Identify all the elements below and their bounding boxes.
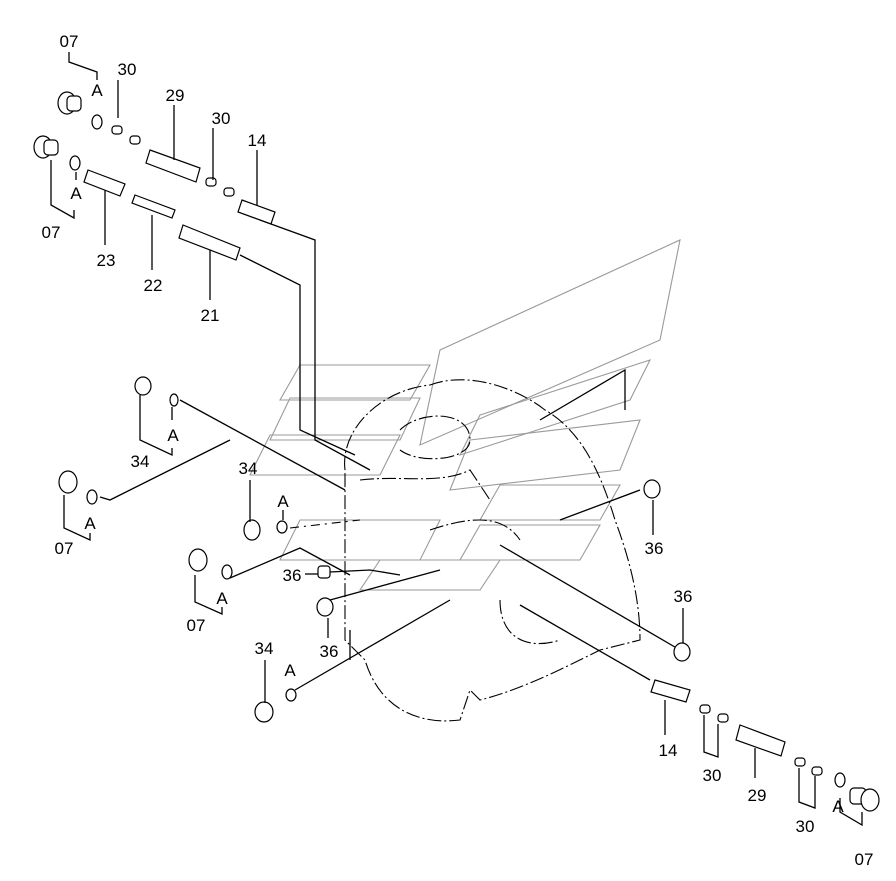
callout-label: A [91, 81, 103, 100]
o-ring-part-A [834, 772, 846, 788]
o-ring-part-A [91, 114, 103, 130]
callout-label: 23 [97, 251, 116, 270]
spring-part-14 [650, 679, 691, 703]
callout-label: 30 [212, 109, 231, 128]
callout-label: 36 [645, 539, 664, 558]
parts [33, 91, 880, 812]
callout-label: 14 [248, 131, 267, 150]
callout-label: 07 [187, 616, 206, 635]
callout-label: 36 [320, 642, 339, 661]
callout-label: 34 [255, 639, 274, 658]
watermark-logo [249, 239, 681, 591]
plug-part-36 [316, 597, 334, 617]
callout-label: 30 [118, 60, 137, 79]
o-ring-part-A [285, 688, 297, 702]
plug-part-36 [643, 479, 661, 499]
pin-part-30 [717, 713, 729, 723]
callout-label: A [277, 492, 289, 511]
pin-part-22 [131, 194, 176, 219]
o-ring-part-A [276, 520, 288, 534]
o-ring-part-A [69, 155, 81, 171]
callout-labels: 07 A 30 29 30 14 A 07 23 22 21 A 34 A 07… [42, 32, 874, 869]
pin-part-30 [794, 757, 806, 767]
plug-part-34 [254, 701, 274, 723]
callout-label: 07 [55, 539, 74, 558]
callout-label: 34 [239, 459, 258, 478]
callout-label: 29 [166, 86, 185, 105]
plug-part-07 [57, 91, 82, 115]
callout-label: 36 [674, 587, 693, 606]
plug-part-07 [58, 470, 78, 494]
spring-part-14 [237, 199, 276, 225]
callout-label: 07 [60, 32, 79, 51]
spool-part-23 [83, 169, 126, 197]
spool-part-29 [735, 724, 786, 757]
callout-label: 36 [283, 566, 302, 585]
callout-label: A [216, 589, 228, 608]
pin-part-30 [223, 187, 235, 197]
callout-label: A [70, 184, 82, 203]
pin-part-30 [111, 125, 123, 135]
plug-part-07 [188, 548, 208, 572]
callout-label: A [284, 661, 296, 680]
pin-part-30 [811, 766, 823, 776]
plug-part-36 [317, 565, 331, 579]
leader-lines [99, 219, 681, 691]
callout-label: 29 [748, 786, 767, 805]
callout-label: 22 [144, 276, 163, 295]
callout-label: 30 [796, 817, 815, 836]
callout-label: 34 [131, 452, 150, 471]
o-ring-part-A [169, 393, 179, 407]
callout-label: A [832, 797, 844, 816]
callout-label: A [84, 514, 96, 533]
valve-housing [344, 379, 641, 722]
callout-label: 07 [855, 850, 874, 869]
o-ring-part-A [221, 564, 233, 580]
spring-part-21 [178, 224, 241, 261]
spool-part-29 [145, 149, 201, 183]
pin-part-30 [699, 704, 711, 714]
callout-label: 30 [703, 766, 722, 785]
callout-label: 14 [659, 741, 678, 760]
plug-part-34 [243, 519, 261, 541]
o-ring-part-A [86, 489, 98, 505]
plug-part-34 [134, 376, 152, 396]
callout-brackets [50, 52, 863, 827]
pin-part-30 [129, 135, 141, 145]
plug-part-07-head [860, 788, 880, 812]
callout-label: 07 [42, 223, 61, 242]
plug-part-36 [673, 642, 691, 662]
pin-part-30 [205, 177, 217, 187]
plug-part-07-body [43, 139, 59, 156]
callout-label: A [167, 426, 179, 445]
callout-label: 21 [201, 306, 220, 325]
